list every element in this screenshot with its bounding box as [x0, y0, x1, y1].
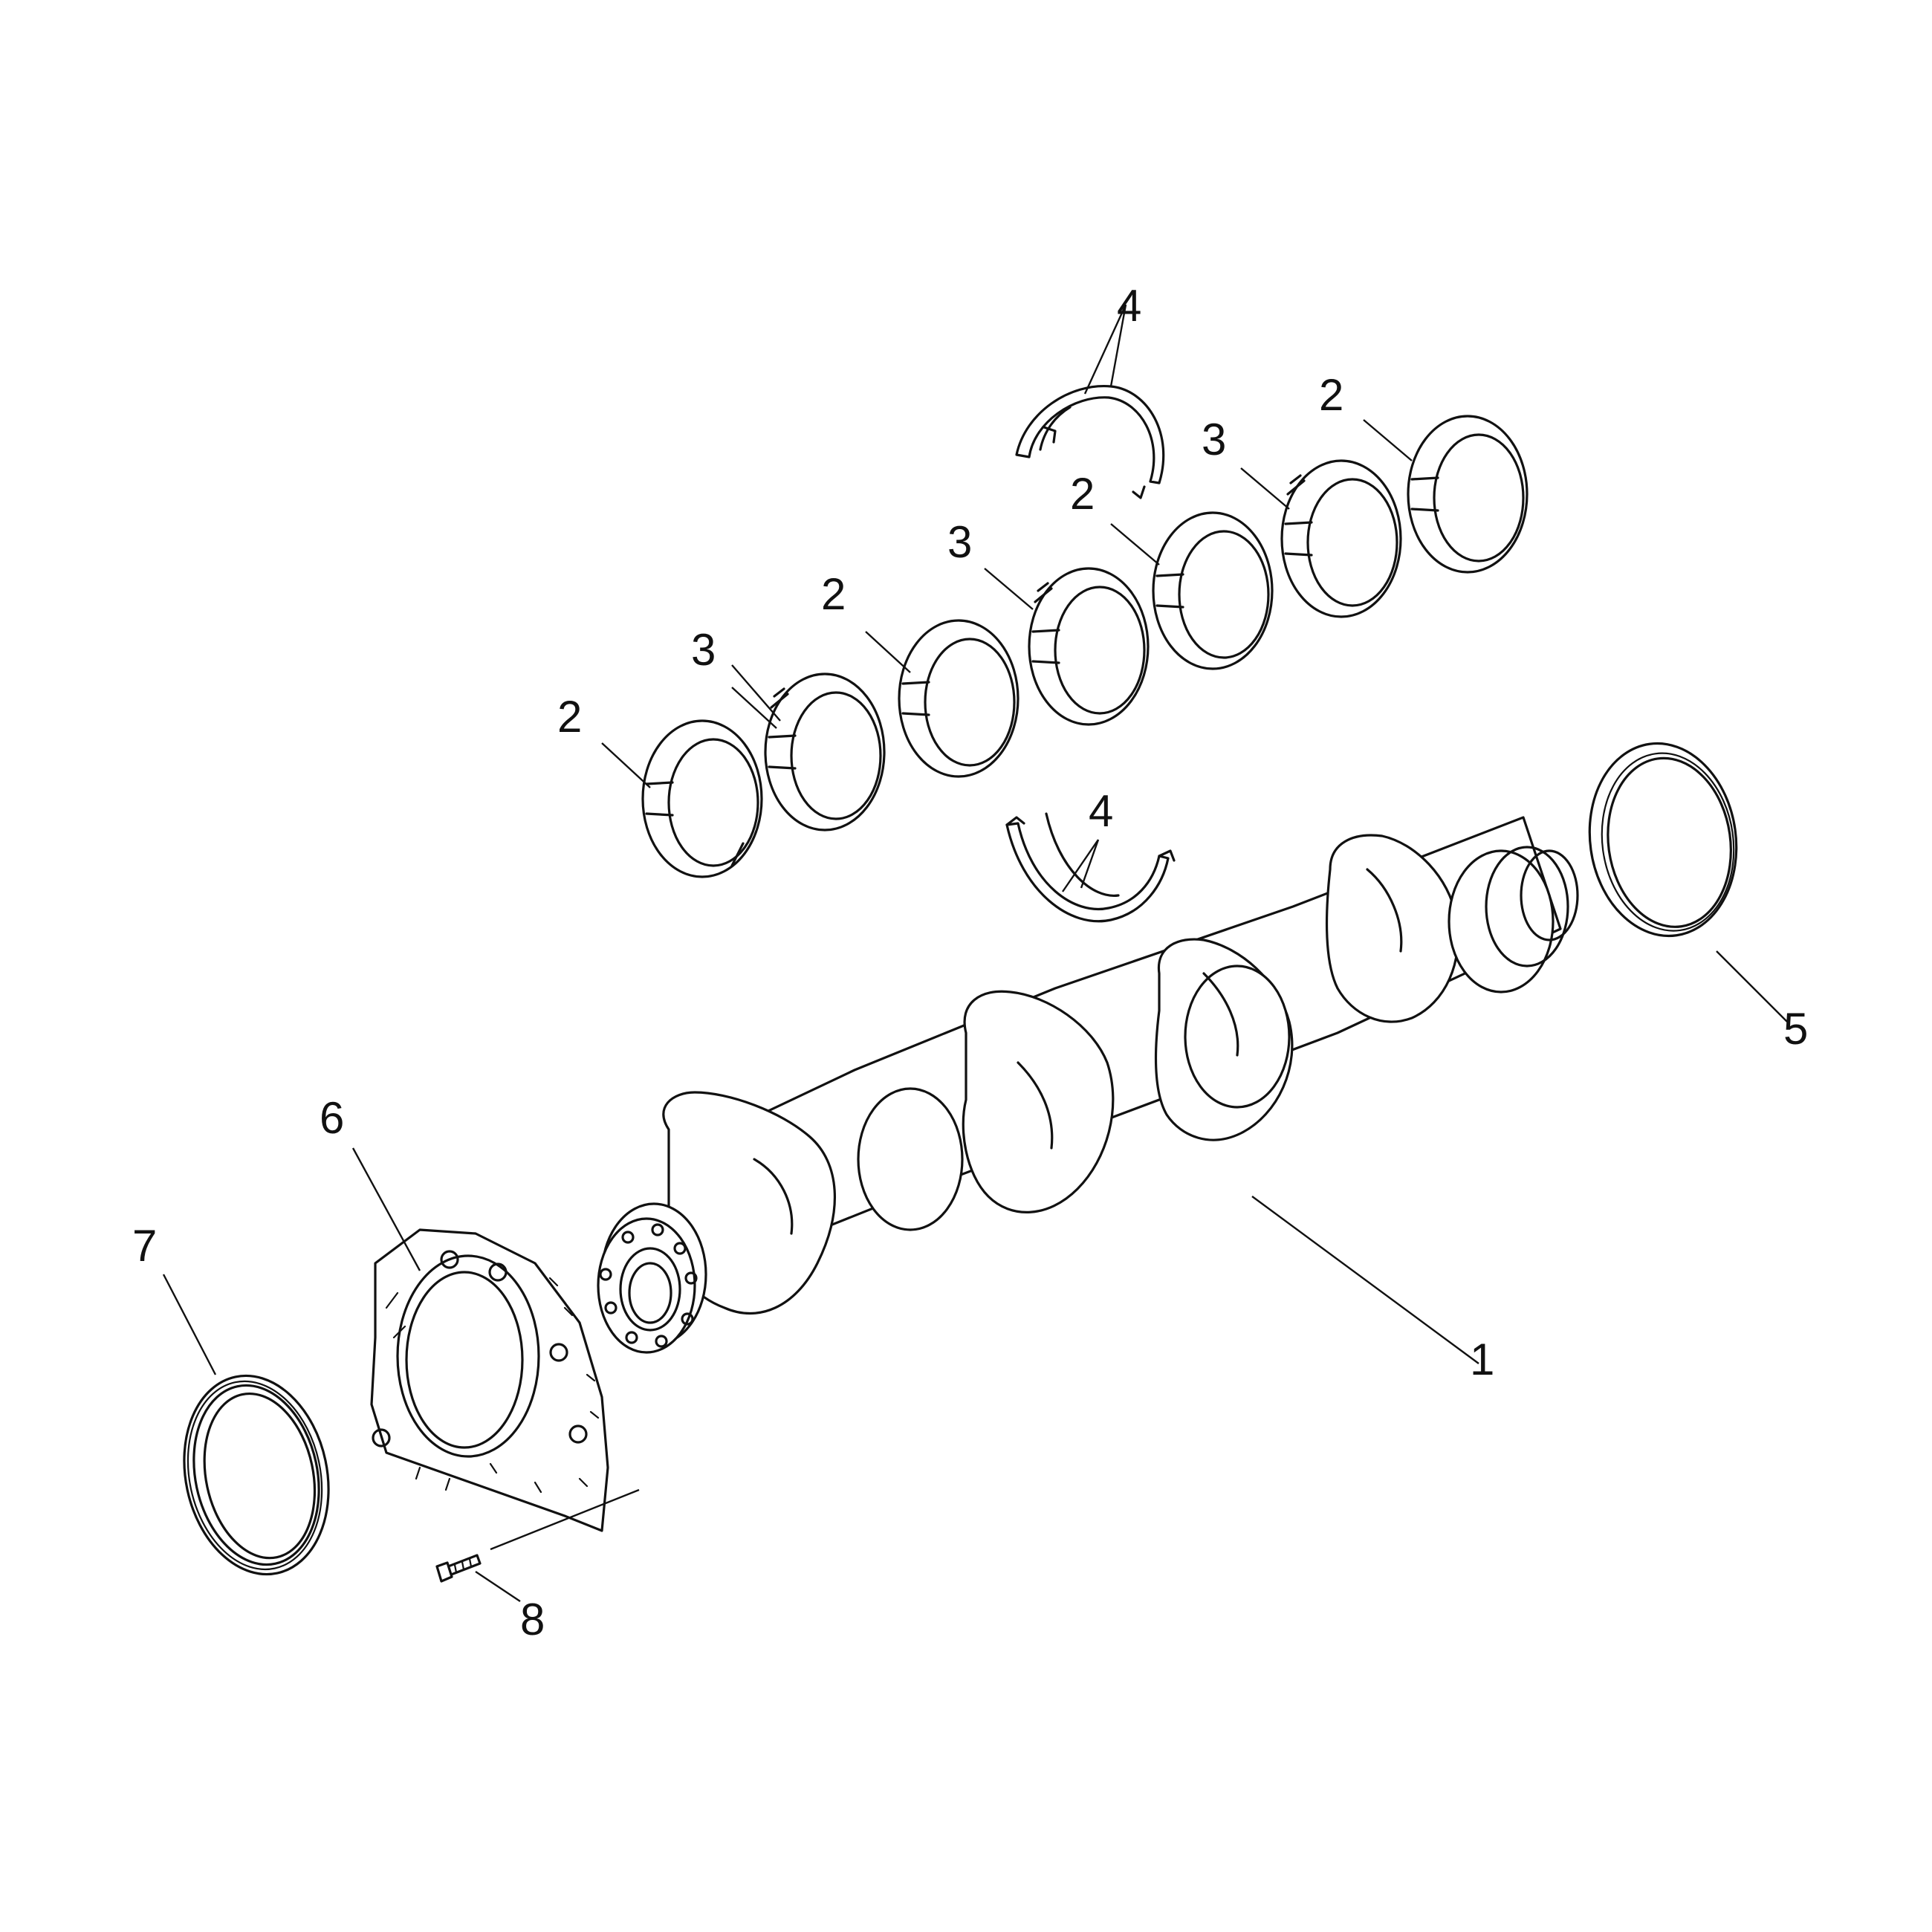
bearing-shell-3 [764, 672, 886, 832]
bearing-shell-3 [1028, 567, 1150, 726]
flange-bolt-holes [599, 1223, 698, 1348]
bearing-shell-2 [1407, 415, 1529, 574]
callout-5: 5 [1783, 1004, 1808, 1054]
bolt-8 [435, 1554, 482, 1583]
callout-6: 6 [320, 1093, 344, 1143]
thrust-washer-lower [1005, 812, 1176, 923]
bearing-shell-3 [1280, 459, 1402, 618]
thrust-washer-upper [1015, 385, 1165, 499]
seal-ring-7 [183, 1374, 330, 1576]
callout-7: 7 [132, 1221, 157, 1271]
callout-8: 8 [520, 1595, 545, 1644]
callout-1: 1 [1470, 1335, 1494, 1384]
callout-3: 3 [1202, 415, 1226, 464]
crankshaft [597, 816, 1579, 1354]
bearing-shell-2 [641, 719, 763, 878]
callout-3: 3 [947, 517, 972, 567]
callout-2: 2 [821, 569, 846, 619]
seal-ring-5 [1588, 742, 1738, 938]
callout-2: 2 [1070, 469, 1095, 519]
callout-4: 4 [1089, 786, 1113, 836]
bearing-shell-2 [898, 619, 1020, 778]
callout-2: 2 [1319, 370, 1343, 420]
callout-3: 3 [691, 625, 716, 675]
leader-lines [162, 304, 1788, 1602]
callout-2: 2 [557, 692, 582, 742]
bearing-shell-2 [1152, 511, 1274, 670]
callout-4: 4 [1117, 281, 1141, 331]
seal-housing-6 [370, 1228, 609, 1532]
